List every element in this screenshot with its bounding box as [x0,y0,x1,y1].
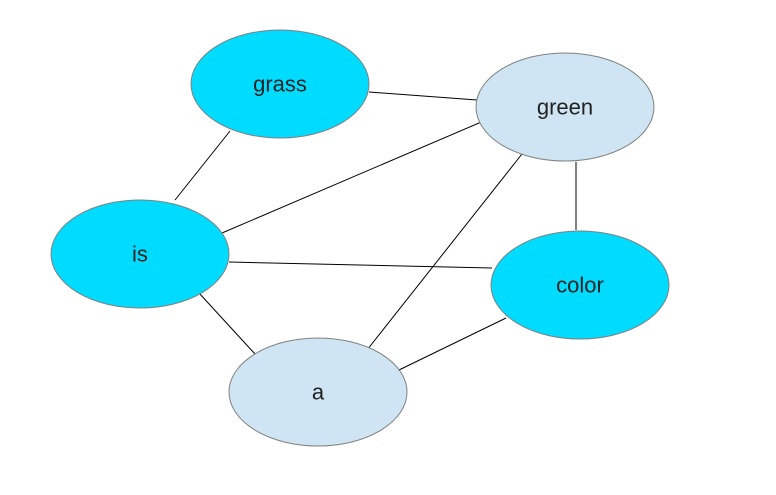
node-green-ellipse [475,52,655,162]
node-is-label: is [132,242,148,267]
nodes-layer: grass green is color a [50,29,670,447]
node-color-ellipse [490,230,670,340]
node-green-label: green [537,95,593,120]
edge-is-green [221,119,487,234]
node-green: green [475,52,655,162]
node-is: is [50,199,230,309]
node-a-ellipse [228,337,408,447]
node-grass: grass [190,29,370,139]
node-is-ellipse [50,199,230,309]
edge-grass-green [368,91,478,101]
edge-grass-is [174,130,231,201]
edges-layer [174,91,577,371]
edge-a-color [398,317,507,371]
edge-is-color [228,261,493,269]
edge-green-a [366,153,523,351]
node-color-label: color [556,273,604,298]
node-grass-label: grass [253,72,307,97]
edge-is-a [198,292,256,355]
node-grass-ellipse [190,29,370,139]
node-a: a [228,337,408,447]
node-color: color [490,230,670,340]
node-a-label: a [312,380,325,405]
